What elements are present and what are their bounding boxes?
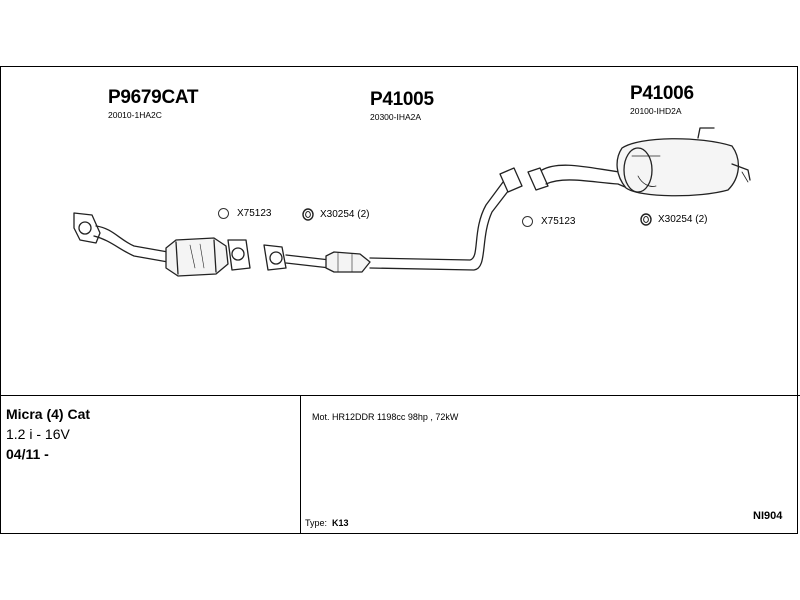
ref-code: X30254 (2)	[320, 209, 370, 220]
motor-spec: Mot. HR12DDR 1198cc 98hp , 72kW	[312, 412, 459, 422]
type-value: K13	[332, 518, 349, 528]
resonator	[325, 251, 371, 273]
divider-horizontal	[0, 395, 800, 396]
part-front-cat: P9679CAT 20010-1HA2C	[108, 87, 199, 121]
joint-ring-2	[527, 167, 549, 191]
divider-vertical	[300, 395, 301, 534]
part-number: P41006	[630, 83, 694, 104]
oe-code: 20010-1HA2C	[108, 110, 162, 120]
joint-ring-1	[499, 167, 523, 193]
ref-code: X30254 (2)	[658, 214, 708, 225]
ref-code: X75123	[541, 216, 576, 227]
part-number: P9679CAT	[108, 87, 199, 108]
clamp-icon	[302, 208, 314, 221]
vehicle-model: Micra (4) Cat	[6, 406, 91, 422]
part-number: P41005	[370, 89, 434, 110]
centre-inlet-flange	[263, 244, 287, 271]
oe-code: 20300-IHA2A	[370, 112, 422, 122]
clamp-icon	[640, 213, 652, 226]
front-pipe	[95, 225, 169, 253]
vehicle-engine: 1.2 i - 16V	[6, 426, 70, 442]
oe-code: 20100-IHD2A	[630, 106, 682, 116]
centre-pipe-start	[285, 254, 331, 261]
ref-ring-2: X75123	[522, 216, 575, 227]
rear-silencer	[616, 138, 739, 197]
ring-icon	[522, 216, 533, 227]
diagram-frame	[0, 66, 798, 534]
silencer-hanger	[697, 127, 715, 139]
vehicle-date: 04/11 -	[6, 446, 49, 462]
catalytic-converter	[165, 237, 229, 277]
centre-pipe	[369, 177, 507, 261]
vehicle-info: Micra (4) Cat 1.2 i - 16V 04/11 -	[6, 404, 90, 464]
type-field: Type: K13	[305, 518, 349, 528]
tailpipe	[731, 163, 751, 181]
part-rear-silencer: P41006 20100-IHD2A	[630, 83, 694, 117]
ref-clamp-2: X30254 (2)	[640, 213, 707, 226]
front-flange	[73, 212, 101, 244]
drawing-code: NI904	[753, 510, 783, 522]
ref-clamp-1: X30254 (2)	[302, 208, 369, 221]
cat-outlet-flange	[227, 239, 251, 271]
ref-code: X75123	[237, 208, 272, 219]
ref-ring-1: X75123	[218, 208, 271, 219]
type-label: Type:	[305, 518, 328, 528]
part-centre-pipe: P41005 20300-IHA2A	[370, 89, 434, 123]
ring-icon	[218, 208, 229, 219]
